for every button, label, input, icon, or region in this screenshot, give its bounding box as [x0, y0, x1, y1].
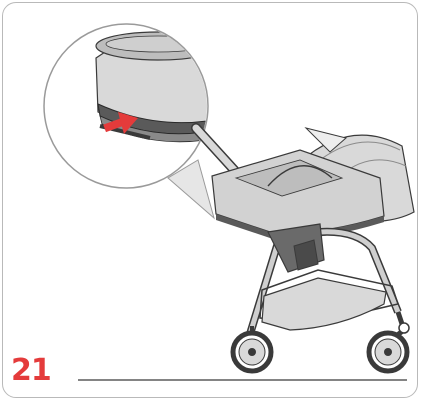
- step-number: 21: [11, 354, 51, 388]
- front-wheel: [369, 312, 409, 371]
- shopping-basket: [262, 278, 386, 330]
- carrycot: [212, 128, 414, 239]
- detail-callout-circle: [44, 24, 228, 188]
- rear-wheel: [233, 326, 271, 371]
